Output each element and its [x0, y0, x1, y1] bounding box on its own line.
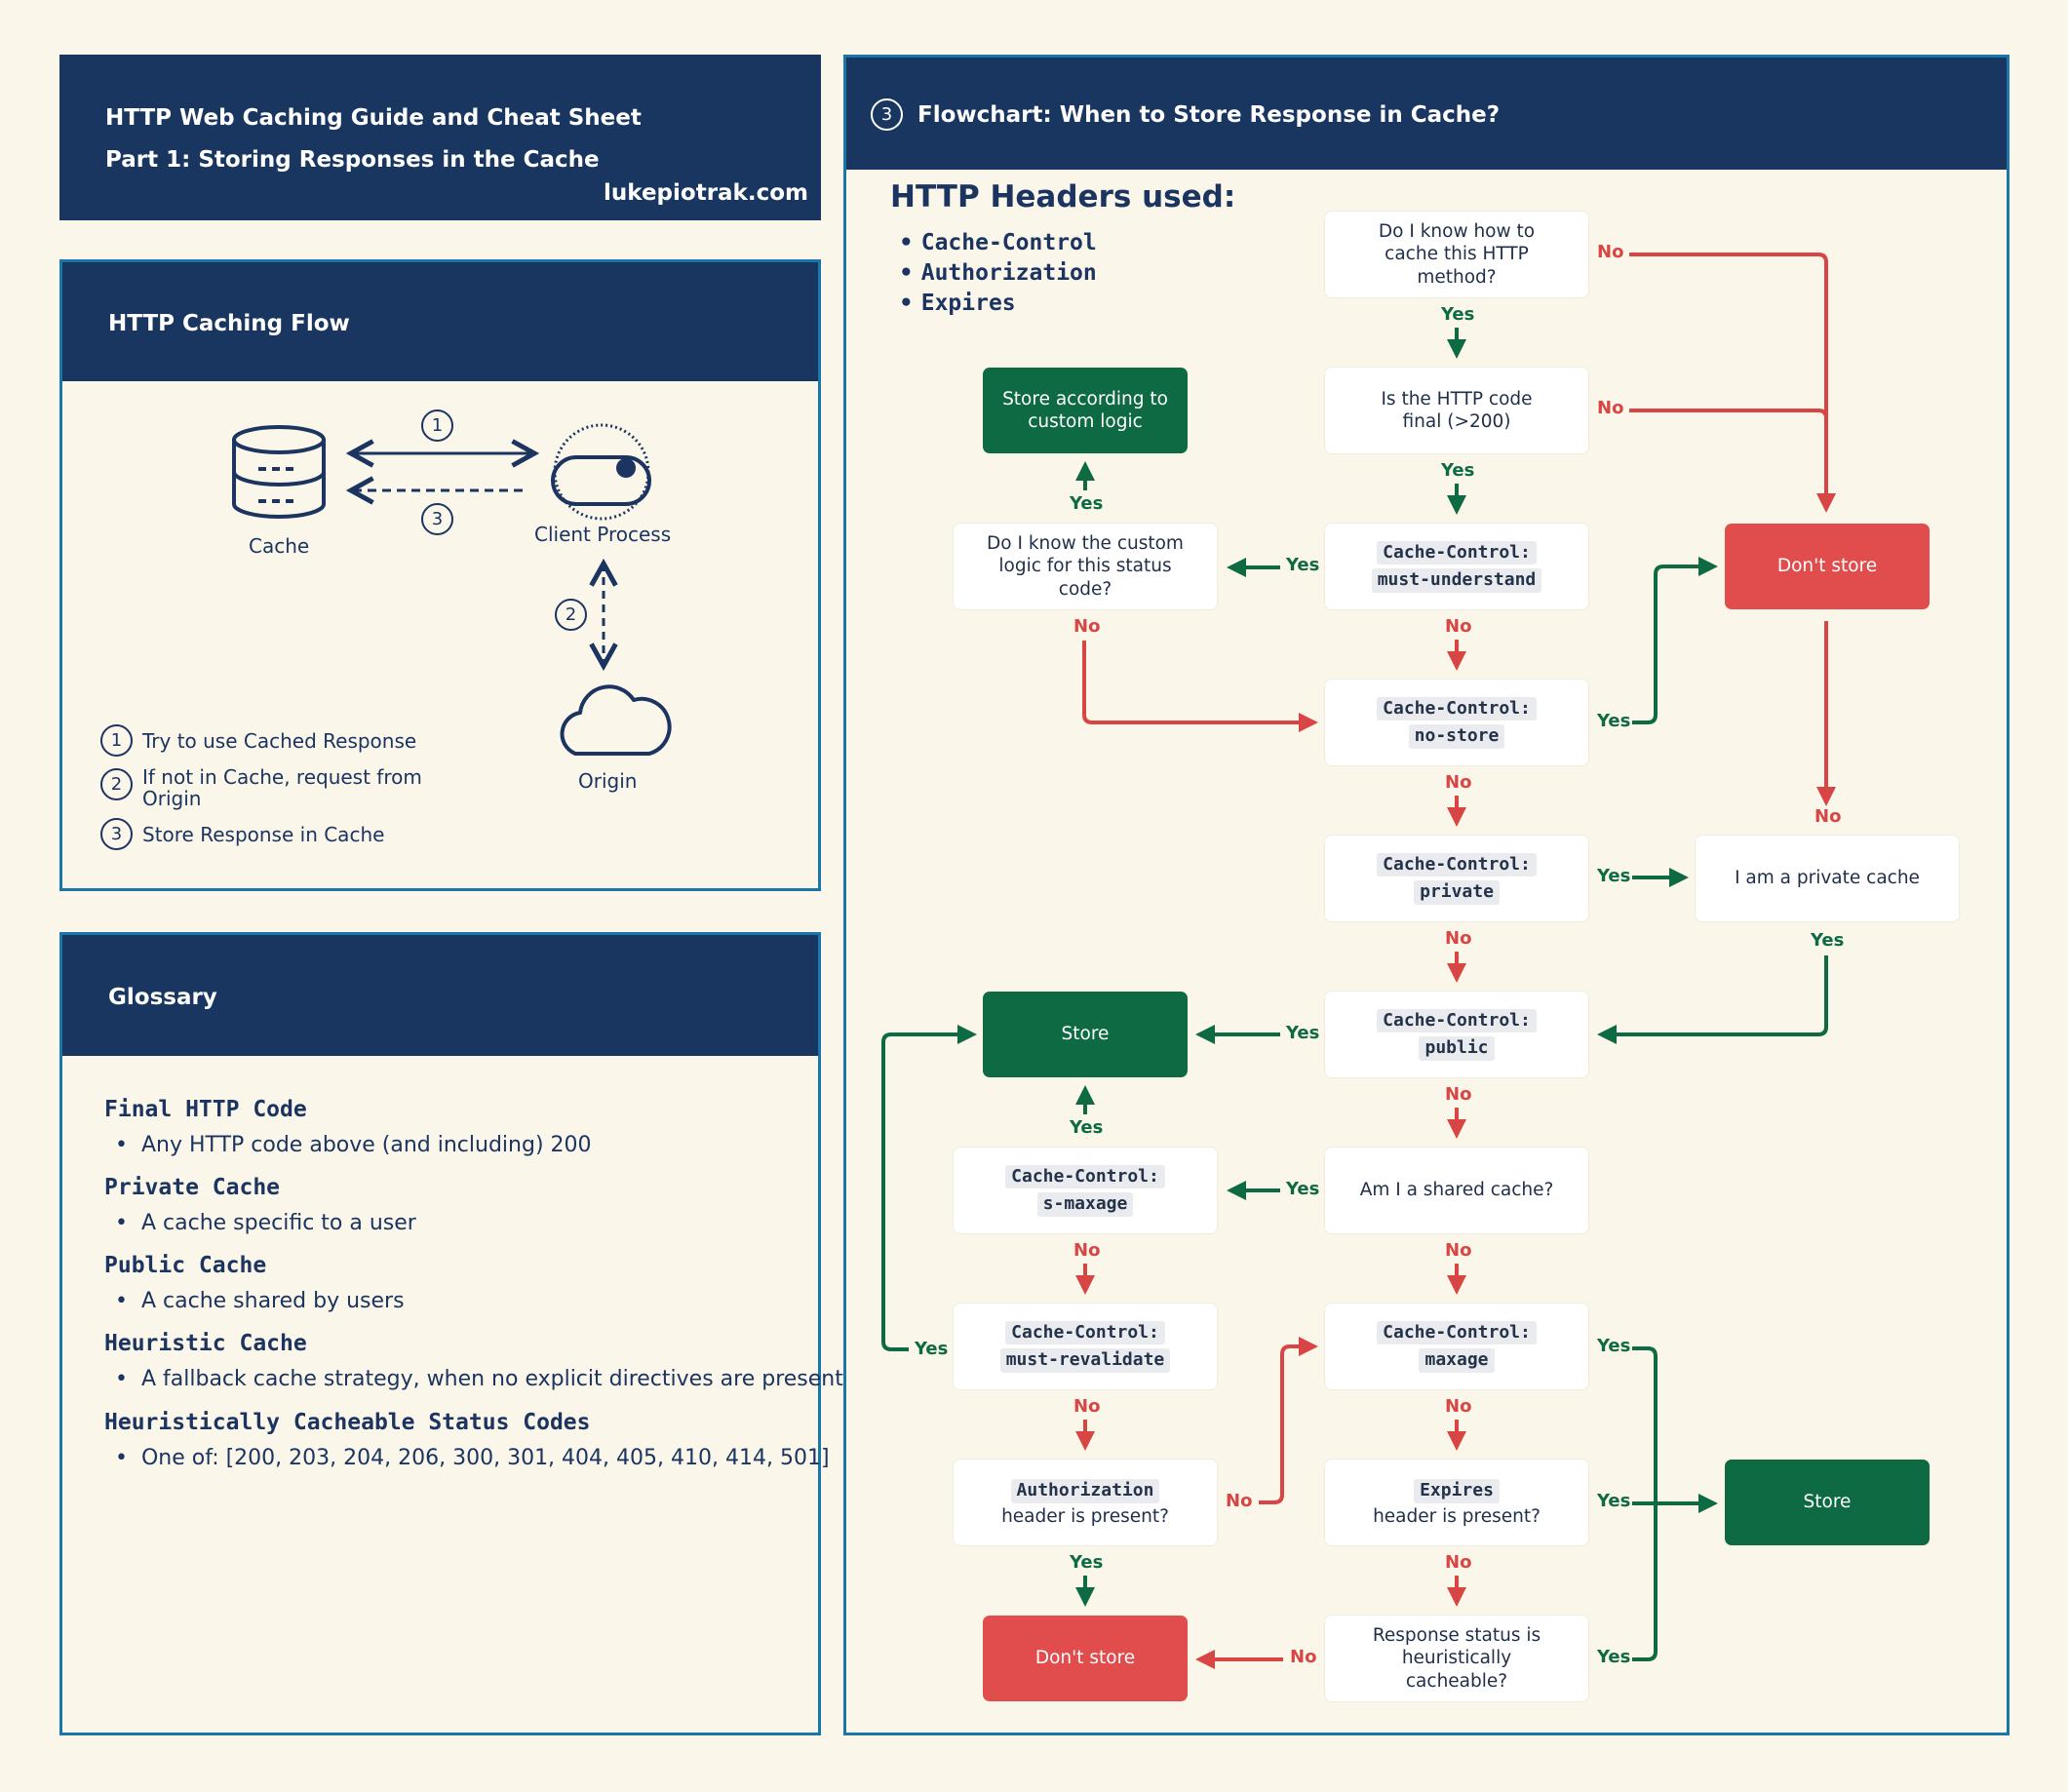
question-custom-logic: Do I know the custom logic for this stat… [954, 524, 1217, 609]
legend-number: 3 [100, 818, 133, 850]
label-no: No [1445, 1240, 1472, 1261]
label-yes: Yes [1441, 304, 1475, 325]
label-yes: Yes [1070, 1117, 1104, 1138]
header-list-item: • Cache-Control [899, 230, 1097, 255]
label-yes: Yes [1811, 930, 1845, 951]
glossary-definition: A cache shared by users [115, 1289, 405, 1313]
glossary-term: Heuristically Cacheable Status Codes [104, 1410, 591, 1435]
cache-node-label: Cache [249, 534, 310, 558]
glossary-term: Private Cache [104, 1175, 281, 1200]
headers-used-title: HTTP Headers used: [890, 179, 1236, 214]
caching-flow-title: HTTP Caching Flow [108, 311, 350, 336]
flowchart-header: 3 Flowchart: When to Store Response in C… [846, 58, 2007, 170]
label-no: No [1073, 1240, 1101, 1261]
label-no: No [1597, 242, 1624, 262]
glossary-header: Glossary [62, 935, 818, 1056]
label-no: No [1290, 1647, 1317, 1667]
question-http-method: Do I know how to cache this HTTP method? [1325, 212, 1588, 297]
caching-flow-panel: HTTP Caching Flow [59, 259, 821, 891]
legend-item: 1 Try to use Cached Response [100, 724, 416, 757]
label-no: No [1445, 772, 1472, 793]
caching-flow-header: HTTP Caching Flow [62, 262, 818, 381]
store-middle: Store [983, 992, 1188, 1077]
label-yes: Yes [1286, 555, 1320, 575]
question-heuristic: Response status is heuristically cacheab… [1325, 1616, 1588, 1701]
label-yes: Yes [1286, 1023, 1320, 1043]
glossary-definition: One of: [200, 203, 204, 206, 300, 301, 4… [115, 1446, 830, 1470]
glossary-term: Final HTTP Code [104, 1097, 307, 1122]
label-yes: Yes [1597, 1647, 1631, 1667]
title-panel: HTTP Web Caching Guide and Cheat Sheet P… [59, 55, 821, 220]
guide-title: HTTP Web Caching Guide and Cheat Sheet [105, 105, 642, 131]
glossary-definition: A cache specific to a user [115, 1211, 416, 1235]
guide-subtitle: Part 1: Storing Responses in the Cache [105, 147, 600, 173]
question-must-revalidate: Cache-Control:must-revalidate [954, 1304, 1217, 1389]
glossary-definition: Any HTTP code above (and including) 200 [115, 1133, 592, 1157]
question-must-understand: Cache-Control:must-understand [1325, 524, 1588, 609]
legend-text: Try to use Cached Response [142, 729, 417, 753]
label-yes: Yes [1597, 1336, 1631, 1356]
label-yes: Yes [1441, 460, 1475, 481]
step-3-marker: 3 [421, 503, 453, 535]
site-link[interactable]: lukepiotrak.com [604, 180, 808, 206]
question-no-store: Cache-Control:no-store [1325, 680, 1588, 765]
legend-text: If not in Cache, request from Origin [142, 765, 422, 810]
label-no: No [1445, 616, 1472, 637]
label-no: No [1597, 398, 1624, 418]
legend-number: 1 [100, 724, 133, 757]
glossary-term: Heuristic Cache [104, 1331, 307, 1356]
legend-number: 2 [100, 768, 133, 800]
label-no: No [1445, 928, 1472, 949]
glossary-title: Glossary [108, 985, 217, 1010]
label-yes: Yes [915, 1339, 949, 1359]
label-no: No [1226, 1491, 1253, 1511]
label-yes: Yes [1597, 711, 1631, 731]
step-2-marker: 2 [555, 599, 587, 631]
store-bottom: Store [1725, 1460, 1930, 1545]
flowchart-number: 3 [871, 98, 903, 131]
label-no: No [1073, 616, 1101, 637]
header-list-item: • Authorization [899, 260, 1097, 286]
label-yes: Yes [1286, 1179, 1320, 1199]
private-cache-check: I am a private cache [1696, 836, 1959, 921]
step-1-marker: 1 [421, 409, 453, 442]
label-no: No [1073, 1396, 1101, 1417]
label-yes: Yes [1597, 1491, 1631, 1511]
glossary-definition: A fallback cache strategy, when no expli… [115, 1367, 843, 1391]
dont-store-bottom: Don't store [983, 1616, 1188, 1701]
question-shared-cache: Am I a shared cache? [1325, 1148, 1588, 1233]
question-final-code: Is the HTTP code final (>200) [1325, 368, 1588, 453]
label-no: No [1814, 806, 1842, 827]
client-node-label: Client Process [534, 523, 672, 546]
label-yes: Yes [1597, 866, 1631, 886]
flowchart-title: Flowchart: When to Store Response in Cac… [917, 102, 1501, 128]
question-public: Cache-Control:public [1325, 992, 1588, 1077]
legend-text: Store Response in Cache [142, 823, 385, 846]
dont-store-top: Don't store [1725, 524, 1930, 609]
glossary-term: Public Cache [104, 1253, 267, 1278]
origin-node-label: Origin [578, 769, 638, 793]
label-yes: Yes [1070, 493, 1104, 514]
glossary-panel: Glossary [59, 932, 821, 1735]
store-custom-logic: Store according to custom logic [983, 368, 1188, 453]
label-no: No [1445, 1396, 1472, 1417]
legend-item: 2 If not in Cache, request from Origin [100, 766, 435, 809]
label-no: No [1445, 1084, 1472, 1105]
legend-item: 3 Store Response in Cache [100, 818, 384, 850]
header-list-item: • Expires [899, 291, 1016, 316]
label-no: No [1445, 1552, 1472, 1573]
question-s-maxage: Cache-Control:s-maxage [954, 1148, 1217, 1233]
question-private: Cache-Control:private [1325, 836, 1588, 921]
label-yes: Yes [1070, 1552, 1104, 1573]
question-maxage: Cache-Control:maxage [1325, 1304, 1588, 1389]
